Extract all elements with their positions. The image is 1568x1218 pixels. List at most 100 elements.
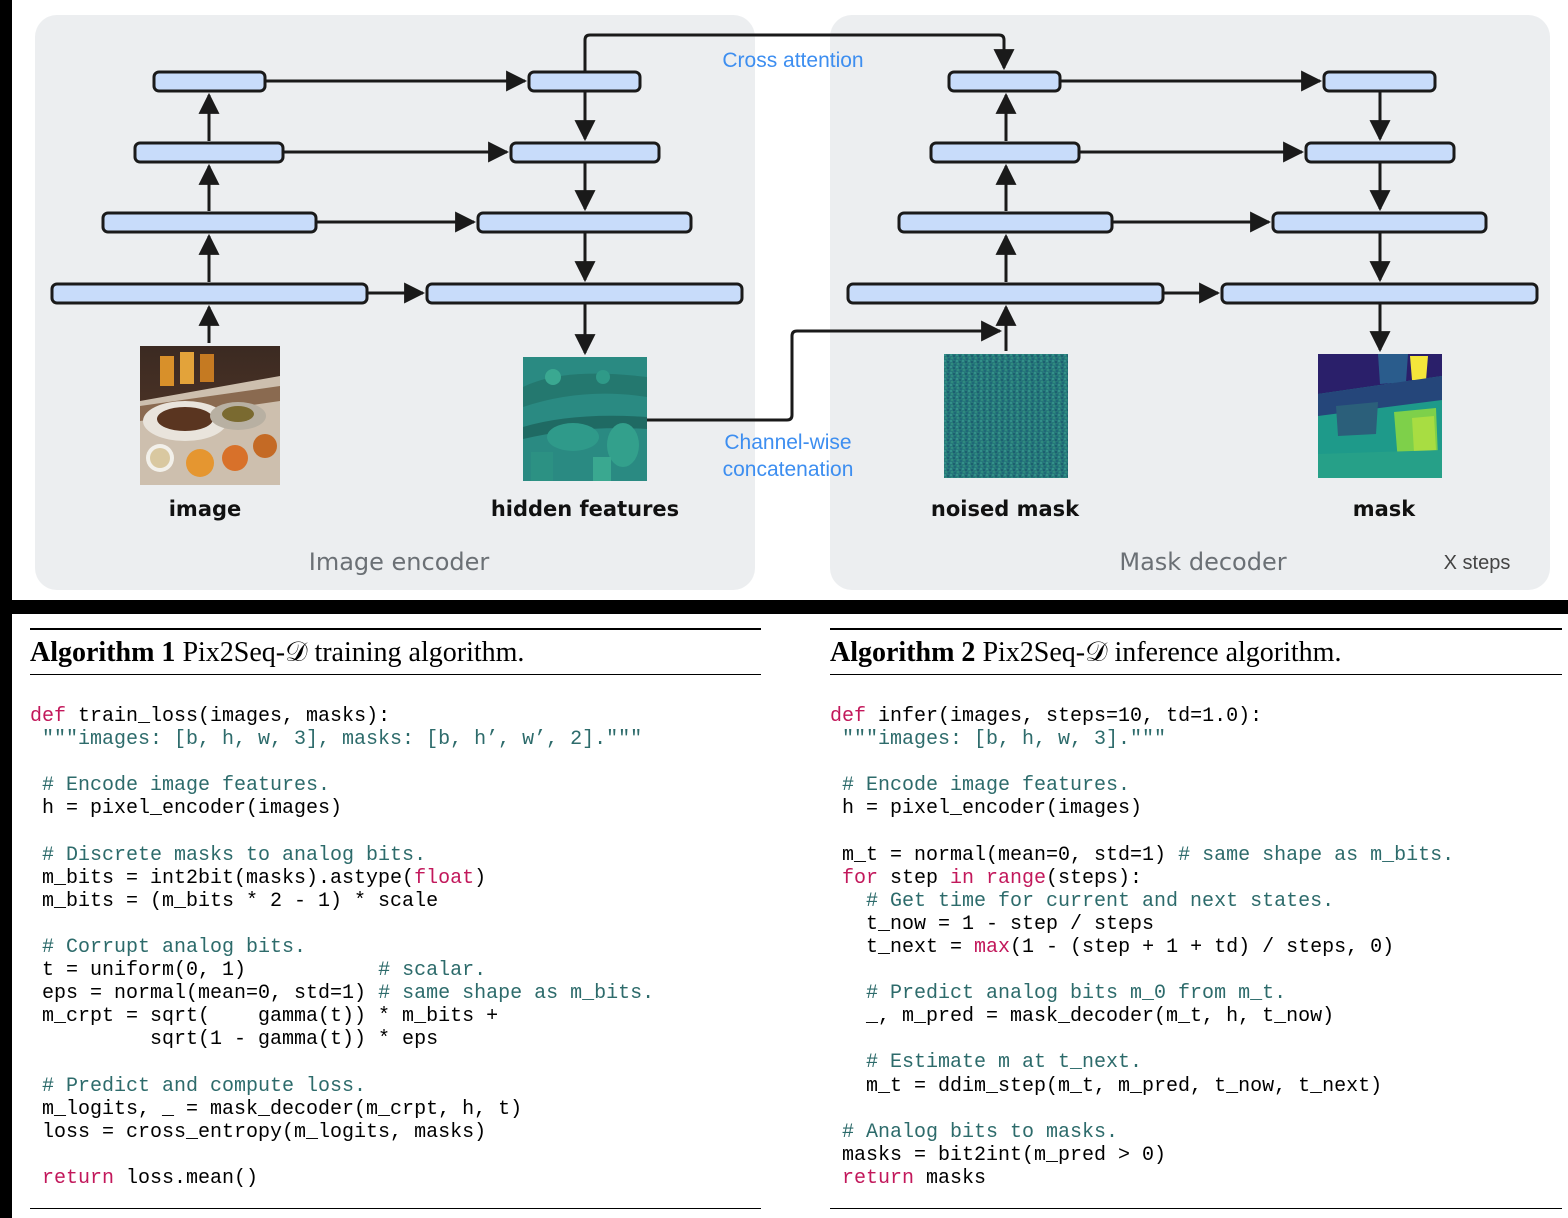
code-text: )	[474, 866, 487, 890]
hidden-features-map	[523, 357, 647, 481]
x-steps-label: X steps	[1444, 552, 1511, 574]
code-comment: # Encode image features.	[830, 774, 1131, 798]
algorithm-1-bottom-rule	[30, 1208, 761, 1209]
code-comment: # Discrete masks to analog bits.	[30, 843, 427, 867]
algorithm-2-code-line: h = pixel_encoder(images)	[830, 797, 1562, 820]
code-keyword: def	[830, 705, 867, 728]
code-keyword: def	[30, 705, 67, 728]
algorithm-1-code-line: eps = normal(mean=0, std=1) # same shape…	[30, 982, 761, 1005]
algorithm-2-code-line	[830, 959, 1562, 982]
decoder-up-block-4	[947, 70, 1062, 93]
algorithm-1-code-line: # Discrete masks to analog bits.	[30, 844, 761, 867]
code-keyword: max	[974, 935, 1011, 959]
code-comment: """images: [b, h, w, 3], masks: [b, h’, …	[30, 728, 643, 752]
algorithm-2-title: Pix2Seq-𝒟 inference algorithm.	[982, 637, 1342, 668]
algorithm-1-code-line	[30, 1051, 761, 1074]
diagram-edges	[198, 33, 1391, 422]
code-comment: """images: [b, h, w, 3]."""	[830, 728, 1167, 752]
algorithm-2-code-line: # Analog bits to masks.	[830, 1121, 1562, 1144]
code-text: h = pixel_encoder(images)	[30, 797, 343, 821]
algorithm-2-code-line: # Predict analog bits m_0 from m_t.	[830, 982, 1562, 1005]
algorithm-2-code-line: _, m_pred = mask_decoder(m_t, h, t_now)	[830, 1005, 1562, 1028]
algorithm-1-code-line: """images: [b, h, w, 3], masks: [b, h’, …	[30, 728, 761, 751]
encoder-up-block-1	[50, 282, 369, 305]
encoder-down-block-1	[425, 282, 744, 305]
algorithm-2-code-line: t_next = max(1 - (step + 1 + td) / steps…	[830, 936, 1562, 959]
code-text: t_now = 1 - step / steps	[830, 912, 1155, 936]
algorithm-1-code-line: sqrt(1 - gamma(t)) * eps	[30, 1028, 761, 1051]
code-text: m_logits, _ = mask_decoder(m_crpt, h, t)	[30, 1097, 523, 1121]
algorithm-1-code-line: loss = cross_entropy(m_logits, masks)	[30, 1121, 761, 1144]
algorithm-1-code-line	[30, 913, 761, 936]
algorithm-1-code-line: m_bits = (m_bits * 2 - 1) * scale	[30, 890, 761, 913]
code-text: eps = normal(mean=0, std=1)	[30, 982, 379, 1006]
algorithm-1-code-line: def train_loss(images, masks):	[30, 705, 761, 728]
diagram-labels: Cross attention Channel-wise concatenati…	[169, 49, 1511, 576]
code-keyword: in range	[950, 866, 1047, 890]
algorithm-1-code: def train_loss(images, masks): """images…	[30, 675, 761, 1190]
algorithm-1-title: Pix2Seq-𝒟 training algorithm.	[182, 637, 525, 668]
decoder-blocks	[846, 70, 1539, 305]
encoder-up-block-4	[152, 70, 267, 93]
code-text: m_t = ddim_step(m_t, m_pred, t_now, t_ne…	[830, 1074, 1383, 1098]
algorithm-1-code-line: m_crpt = sqrt( gamma(t)) * m_bits +	[30, 1005, 761, 1028]
decoder-down-block-1	[1220, 282, 1539, 305]
algorithm-1-label: Algorithm 1	[30, 637, 176, 668]
encoder-up-block-2	[101, 211, 318, 234]
algorithm-2-code-line: for step in range(steps):	[830, 867, 1562, 890]
decoder-down-block-3	[1304, 141, 1456, 164]
algorithm-1-code-line: m_bits = int2bit(masks).astype(float)	[30, 867, 761, 890]
decoder-up-block-1	[846, 282, 1165, 305]
algorithm-2-code: def infer(images, steps=10, td=1.0): """…	[830, 675, 1562, 1190]
cross-attention-label: Cross attention	[722, 49, 863, 72]
code-text: h = pixel_encoder(images)	[830, 797, 1143, 821]
algorithms-panel	[12, 614, 1568, 1218]
decoder-up-block-2	[897, 211, 1114, 234]
code-comment: # Get time for current and next states.	[830, 889, 1335, 913]
algorithm-2-code-line	[830, 1098, 1562, 1121]
code-text: step	[878, 866, 951, 890]
code-text: m_bits = int2bit(masks).astype(	[30, 866, 415, 890]
decoder-down-block-4	[1322, 70, 1437, 93]
decoder-down-block-2	[1271, 211, 1488, 234]
image-encoder-title: Image encoder	[309, 548, 490, 576]
code-comment: # scalar.	[378, 959, 487, 983]
code-text: (steps):	[1046, 866, 1143, 890]
noised-mask-label: noised mask	[931, 497, 1080, 521]
code-text: sqrt(1 - gamma(t)) * eps	[30, 1028, 439, 1052]
code-comment: # Predict and compute loss.	[30, 1074, 367, 1098]
code-keyword: float	[414, 866, 475, 890]
algorithm-1-code-line: # Encode image features.	[30, 774, 761, 797]
algorithm-2-code-line: def infer(images, steps=10, td=1.0):	[830, 705, 1562, 728]
noised-mask-image	[944, 354, 1068, 478]
decoder-up-block-3	[929, 141, 1081, 164]
algorithm-2-code-line	[830, 820, 1562, 843]
code-text: _, m_pred = mask_decoder(m_t, h, t_now)	[830, 1005, 1335, 1029]
algorithm-2-header: Algorithm 2 Pix2Seq-𝒟 inference algorith…	[830, 628, 1562, 675]
architecture-diagram: Cross attention Channel-wise concatenati…	[35, 15, 1550, 590]
image-label: image	[169, 497, 242, 521]
algorithm-1-code-line: # Corrupt analog bits.	[30, 936, 761, 959]
code-text: m_crpt = sqrt( gamma(t)) * m_bits +	[30, 1005, 499, 1029]
encoder-down-block-2	[476, 211, 693, 234]
algorithm-2-label: Algorithm 2	[830, 637, 976, 668]
hidden-features-label: hidden features	[491, 497, 679, 521]
channel-concat-label-line1: Channel-wise	[724, 431, 851, 454]
code-text: loss.mean()	[114, 1166, 259, 1190]
algorithm-2-code-line: m_t = ddim_step(m_t, m_pred, t_now, t_ne…	[830, 1075, 1562, 1098]
channel-concat-label-line2: concatenation	[723, 458, 854, 481]
algorithm-1-code-line: h = pixel_encoder(images)	[30, 797, 761, 820]
edge-cross-attention	[583, 33, 1015, 71]
algorithm-2-code-line	[830, 751, 1562, 774]
code-comment: # Estimate m at t_next.	[830, 1051, 1143, 1075]
code-comment: # Encode image features.	[30, 774, 331, 798]
algorithm-2-code-line: """images: [b, h, w, 3]."""	[830, 728, 1562, 751]
algorithm-1-code-line: m_logits, _ = mask_decoder(m_crpt, h, t)	[30, 1098, 761, 1121]
code-text: t_next =	[830, 935, 975, 959]
mask-label: mask	[1353, 497, 1417, 521]
code-comment: # Predict analog bits m_0 from m_t.	[830, 982, 1287, 1006]
encoder-down-block-4	[527, 70, 642, 93]
code-text: masks	[914, 1166, 987, 1190]
code-keyword: return	[830, 1166, 915, 1190]
code-text: t = uniform(0, 1)	[30, 959, 379, 983]
